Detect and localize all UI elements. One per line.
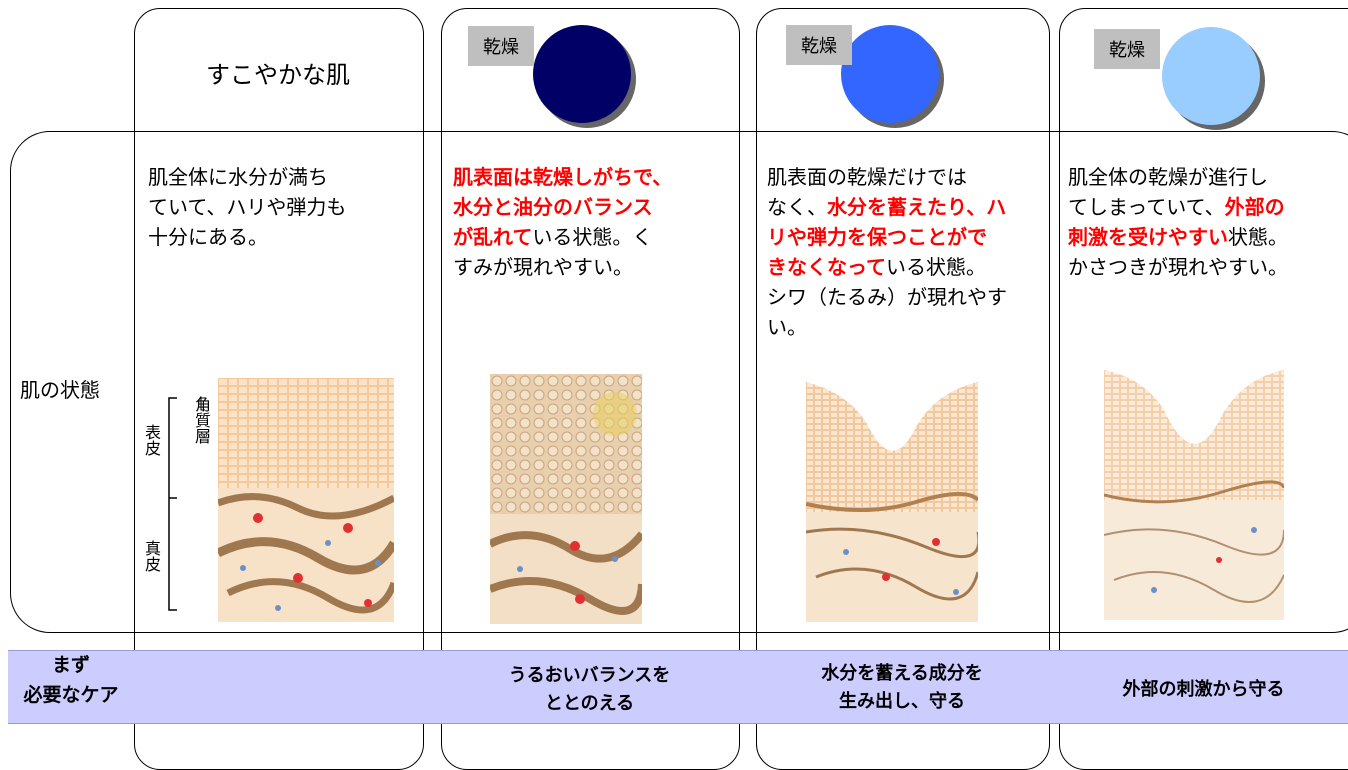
care-text-dry1: うるおいバランスを ととのえる bbox=[441, 662, 738, 718]
highlight-text: 水分と油分のバランス bbox=[453, 195, 653, 219]
care-label: まず 必要なケア bbox=[8, 650, 134, 710]
desc-text: 肌全体の乾燥が進行し bbox=[1068, 165, 1268, 189]
desc-healthy: 肌全体に水分が満ちていて、ハリや弾力も十分にある。 bbox=[148, 162, 418, 252]
desc-text: すみが現れやすい。 bbox=[453, 255, 633, 279]
skin-illustration-dry3 bbox=[1104, 370, 1284, 620]
skin-state-row-frame bbox=[10, 131, 1348, 633]
desc-text: いる状態。 bbox=[886, 255, 986, 279]
label-dermis: 真皮 bbox=[142, 540, 161, 572]
desc-text: 肌全体に水分が満ち bbox=[148, 165, 328, 189]
highlight-text: が乱れて bbox=[453, 225, 533, 249]
label-horny-layer: 角質層 bbox=[192, 396, 211, 444]
care-dry2-line1: 水分を蓄える成分を bbox=[821, 663, 983, 684]
highlight-text: 刺激を受けやすい bbox=[1068, 225, 1228, 249]
healthy-skin-title: すこやかな肌 bbox=[206, 61, 350, 89]
layer-bracket bbox=[168, 397, 205, 611]
desc-text: い。 bbox=[767, 315, 807, 339]
label-epidermis: 表皮 bbox=[142, 424, 161, 456]
desc-dry3: 肌全体の乾燥が進行してしまっていて、外部の刺激を受けやすい状態。かさつきが現れや… bbox=[1068, 162, 1348, 282]
skin-illustration-healthy bbox=[218, 378, 394, 622]
highlight-text: きなくなって bbox=[767, 255, 886, 279]
highlight-text: 外部の bbox=[1224, 195, 1285, 219]
skin-illustration-dry1 bbox=[490, 374, 642, 624]
desc-text: かさつきが現れやすい。 bbox=[1068, 255, 1288, 279]
dry-badge: 乾燥 bbox=[468, 26, 534, 66]
desc-text: 十分にある。 bbox=[148, 225, 268, 249]
care-text-dry3: 外部の刺激から守る bbox=[1122, 679, 1285, 700]
desc-text: ていて、ハリや弾力も bbox=[148, 195, 347, 219]
skin-illustration-dry2 bbox=[806, 382, 978, 622]
desc-text: なく、 bbox=[767, 195, 827, 219]
care-bar bbox=[8, 650, 1348, 724]
desc-text: シワ（たるみ）が現れやす bbox=[767, 285, 1007, 309]
desc-dry2: 肌表面の乾燥だけではなく、水分を蓄えたり、ハリや弾力を保つことができなくなってい… bbox=[767, 162, 1047, 342]
dry-badge: 乾燥 bbox=[786, 25, 852, 65]
desc-text: 肌表面の乾燥だけでは bbox=[767, 165, 967, 189]
desc-text: いる状態。く bbox=[532, 225, 653, 249]
desc-text: てしまっていて、 bbox=[1068, 195, 1225, 219]
row-label-skin-state: 肌の状態 bbox=[20, 378, 100, 402]
dryness-circle-medium bbox=[841, 25, 944, 128]
care-dry2-line2: 生み出し、守る bbox=[839, 691, 965, 712]
highlight-text: 肌表面は乾燥しがちで、 bbox=[453, 165, 673, 189]
care-dry1-line1: うるおいバランスを bbox=[508, 665, 671, 686]
highlight-text: 水分を蓄えたり、ハ bbox=[827, 195, 1007, 219]
desc-dry1: 肌表面は乾燥しがちで、水分と油分のバランスが乱れている状態。くすみが現れやすい。 bbox=[453, 162, 733, 282]
dryness-circle-light bbox=[1162, 27, 1265, 130]
highlight-text: リや弾力を保つことがで bbox=[767, 225, 987, 249]
care-text-dry2: 水分を蓄える成分を 生み出し、守る bbox=[756, 660, 1048, 716]
dry-badge: 乾燥 bbox=[1094, 29, 1160, 69]
care-label-line1: まず bbox=[51, 654, 90, 676]
care-label-line2: 必要なケア bbox=[23, 684, 119, 706]
dryness-circle-dark bbox=[533, 25, 636, 128]
desc-text: 状態。 bbox=[1228, 225, 1288, 249]
care-dry1-line2: ととのえる bbox=[544, 693, 635, 714]
